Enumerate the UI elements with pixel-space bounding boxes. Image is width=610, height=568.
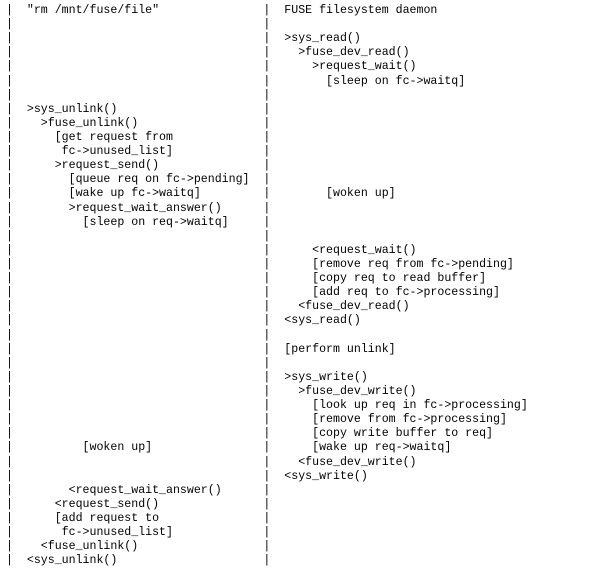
diagram-line: | <request_wait_answer() | bbox=[6, 483, 271, 497]
diagram-line: | <request_send() | bbox=[6, 497, 271, 511]
diagram-line: | <sys_unlink() | bbox=[6, 554, 271, 568]
diagram-line: | fc->unused_list] | bbox=[6, 145, 271, 159]
diagram-line: | | bbox=[6, 18, 271, 32]
diagram-line: | | [copy req to read buffer] bbox=[6, 272, 487, 286]
diagram-line: | | >sys_write() bbox=[6, 370, 368, 384]
diagram-line: | | <sys_read() bbox=[6, 314, 361, 328]
diagram-line: | | [copy write buffer to req] bbox=[6, 427, 494, 441]
diagram-line: | | <fuse_dev_read() bbox=[6, 300, 410, 314]
diagram-line: | | [look up req in fc->processing] bbox=[6, 399, 528, 413]
diagram-line: | | <request_wait() bbox=[6, 243, 417, 257]
diagram-line: | fc->unused_list] | bbox=[6, 526, 271, 540]
fuse-unlink-sequence-diagram: | "rm /mnt/fuse/file" | FUSE filesystem … bbox=[6, 4, 528, 568]
diagram-line: | [wake up fc->waitq] | [woken up] bbox=[6, 187, 396, 201]
diagram-line: | | bbox=[6, 88, 271, 102]
diagram-line: | >fuse_unlink() | bbox=[6, 116, 271, 130]
diagram-line: | | >fuse_dev_write() bbox=[6, 384, 417, 398]
diagram-line: | >sys_unlink() | bbox=[6, 102, 271, 116]
diagram-line: | [get request from | bbox=[6, 130, 271, 144]
diagram-line: | | >sys_read() bbox=[6, 32, 361, 46]
diagram-line: | >request_send() | bbox=[6, 159, 271, 173]
diagram-line: | [queue req on fc->pending] | bbox=[6, 173, 271, 187]
diagram-line: | | bbox=[6, 229, 271, 243]
diagram-line: | | >request_wait() bbox=[6, 60, 417, 74]
diagram-line: | <fuse_unlink() | bbox=[6, 540, 271, 554]
diagram-line: | | bbox=[6, 356, 271, 370]
diagram-line: | | [perform unlink] bbox=[6, 342, 396, 356]
diagram-line: | | bbox=[6, 328, 271, 342]
diagram-line: | | [remove from fc->processing] bbox=[6, 413, 507, 427]
diagram-line: | [woken up] | [wake up req->waitq] bbox=[6, 441, 452, 455]
diagram-line: | | <sys_write() bbox=[6, 469, 368, 483]
diagram-line: | | [remove req from fc->pending] bbox=[6, 257, 514, 271]
diagram-line: | | [add req to fc->processing] bbox=[6, 286, 500, 300]
diagram-line: | "rm /mnt/fuse/file" | FUSE filesystem … bbox=[6, 4, 438, 17]
diagram-line: | >request_wait_answer() | bbox=[6, 201, 271, 215]
diagram-line: | | >fuse_dev_read() bbox=[6, 46, 410, 60]
diagram-line: | | <fuse_dev_write() bbox=[6, 455, 417, 469]
diagram-line: | [sleep on req->waitq] | bbox=[6, 215, 271, 229]
diagram-line: | [add request to | bbox=[6, 511, 271, 525]
diagram-line: | | [sleep on fc->waitq] bbox=[6, 74, 466, 88]
